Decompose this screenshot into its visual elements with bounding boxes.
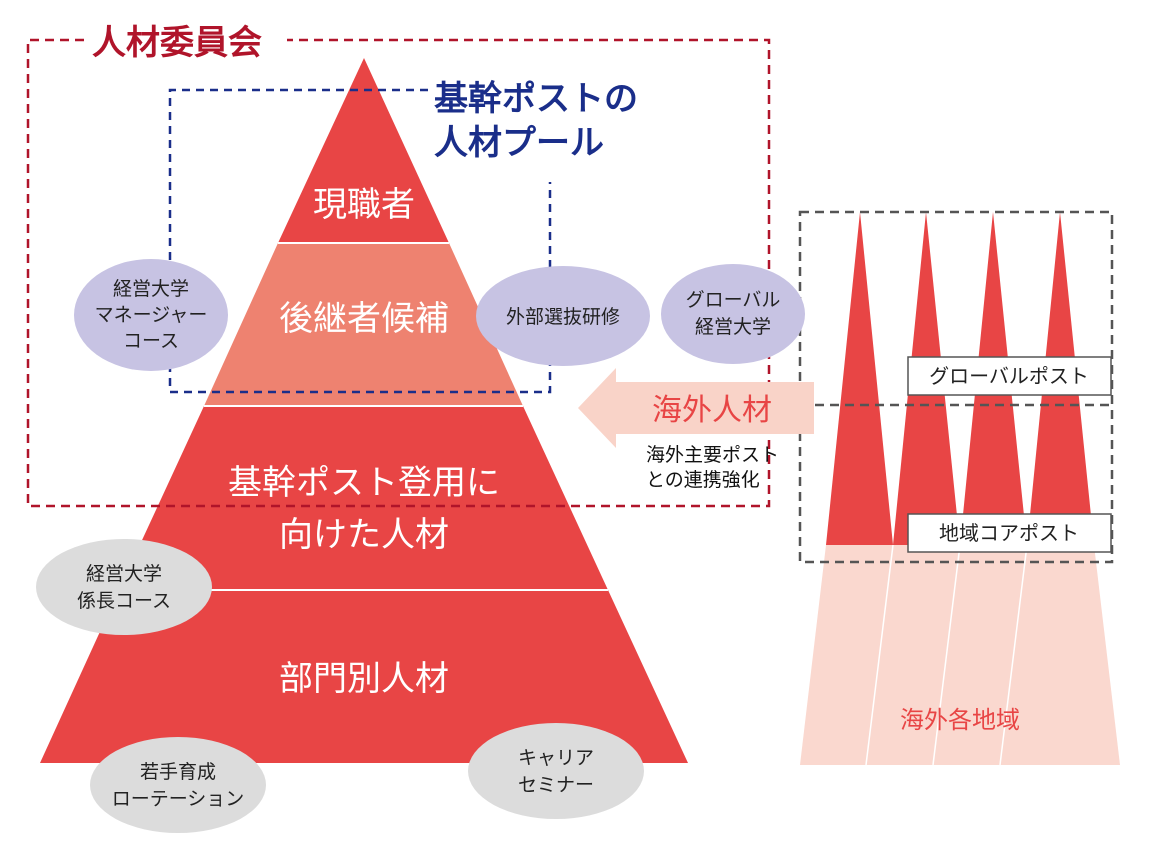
program-manager-course-line1: 経営大学 [113,278,189,300]
program-rotation-line1: 若手育成 [140,761,216,783]
talent-pool-label-line2: 人材プール [434,123,604,163]
program-career-seminar-line2: セミナー [518,774,594,796]
global-post-label-box [907,356,1112,396]
tier-label-core-candidates-line2: 向けた人材 [279,515,449,555]
program-global-university-line2: 経営大学 [695,316,771,338]
program-manager-course: 経営大学 マネージャー コース [74,259,228,371]
pyramid-tier-successors [204,243,523,406]
overseas-link-note-line1: 海外主要ポスト [646,444,779,466]
tier-label-core-candidates-line1: 基幹ポスト登用に [228,463,500,503]
program-manager-course-line3: コース [123,330,179,352]
tier-label-successors: 後継者候補 [279,299,449,339]
program-chief-course: 経営大学 係長コース [36,539,212,635]
pyramid-tier-incumbents [278,58,449,243]
talent-pyramid: 現職者 後継者候補 基幹ポスト登用に 向けた人材 部門別人材 [40,58,688,763]
program-career-seminar: キャリア セミナー [468,723,644,819]
committee-frame: 人材委員会 [26,23,771,508]
overseas-regions-label: 海外各地域 [900,706,1020,734]
regions-divider-lines [865,544,1028,766]
program-external-training: 外部選抜研修 [476,266,650,366]
pyramid-tier-departmental [40,590,688,763]
regional-post-label-box [907,513,1112,553]
program-rotation: 若手育成 ローテーション [90,737,266,833]
tier-label-incumbents: 現職者 [313,185,415,225]
overseas-talent-arrow: 海外人材 海外主要ポスト との連携強化 [578,368,814,491]
region-spike-1 [826,212,893,545]
regional-post-label: 地域コアポスト [939,521,1079,545]
regions-base-panel [800,545,1120,765]
pyramid-tier-core-candidates [119,406,608,590]
program-global-university: グローバル 経営大学 [661,264,805,364]
program-chief-course-line1: 経営大学 [86,563,162,585]
program-external-training-label: 外部選抜研修 [506,306,620,328]
committee-label: 人材委員会 [92,23,262,63]
program-career-seminar-line1: キャリア [518,747,594,769]
talent-pool-frame: 基幹ポストの 人材プール [168,79,638,394]
program-chief-course-line2: 係長コース [77,590,171,612]
overseas-link-note-line2: との連携強化 [646,469,760,491]
talent-pool-label-line1: 基幹ポストの [434,79,638,119]
program-global-university-line1: グローバル [686,289,781,311]
program-rotation-line2: ローテーション [112,788,245,810]
tier-label-departmental: 部門別人材 [279,659,449,699]
global-post-label: グローバルポスト [929,364,1089,388]
overseas-talent-label: 海外人材 [652,393,772,428]
program-manager-course-line2: マネージャー [95,304,208,326]
overseas-regions-graphic: グローバルポスト 地域コアポスト 海外各地域 [798,210,1120,766]
